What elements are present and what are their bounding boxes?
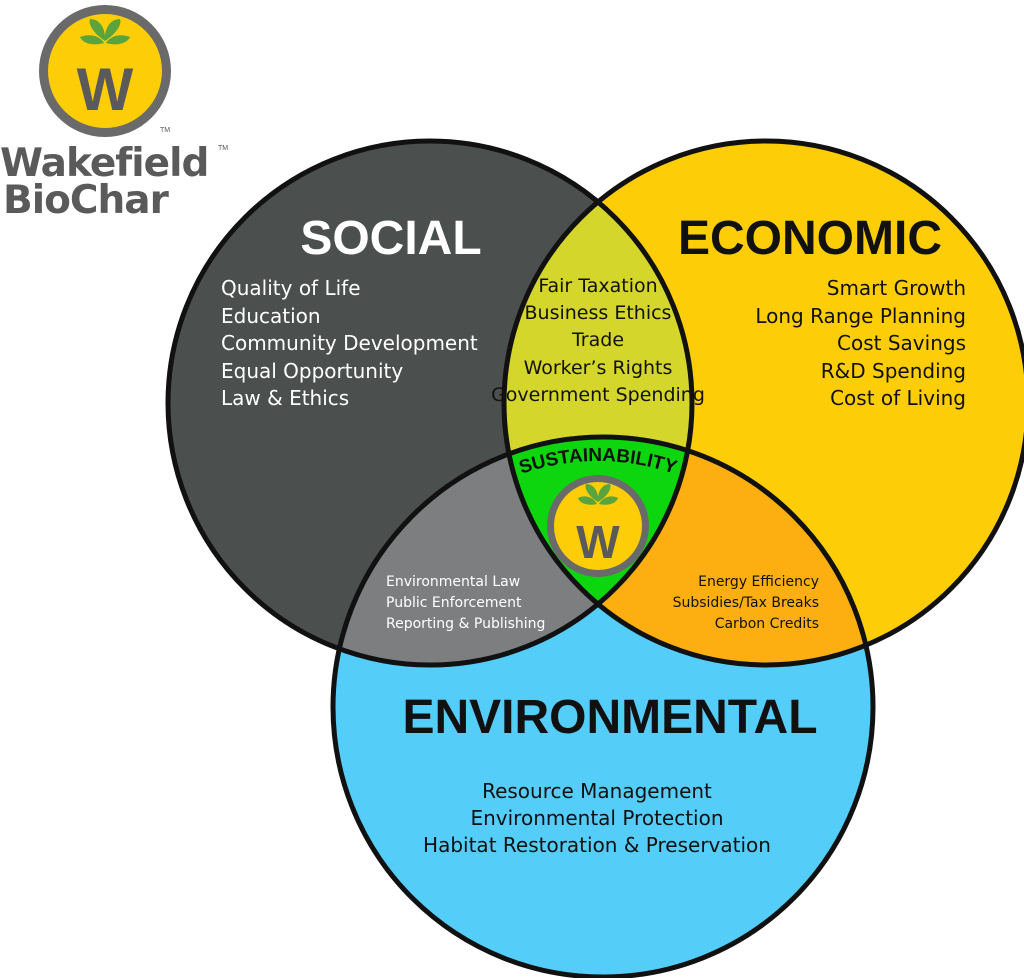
brand-tm-2: TM [218, 145, 228, 152]
environmental-item: Resource Management [482, 779, 712, 803]
social-economic-item: Business Ethics [525, 302, 672, 324]
environmental-item: Environmental Protection [470, 806, 723, 830]
social-title: SOCIAL [300, 212, 481, 265]
social-economic-item: Fair Taxation [538, 275, 657, 297]
economic-environmental-item: Subsidies/Tax Breaks [673, 595, 819, 611]
brand-tm: TM [160, 127, 170, 134]
economic-title: ECONOMIC [678, 212, 942, 265]
brand-logo-letter: W [77, 56, 134, 123]
social-item: Community Development [221, 331, 478, 355]
economic-environmental-item: Carbon Credits [715, 616, 819, 632]
economic-environmental-item: Energy Efficiency [698, 574, 819, 590]
brand-logo: W TM Wakefield BioChar TM [0, 5, 228, 223]
brand-name-line2: BioChar [3, 178, 170, 223]
center-logo-letter: W [576, 516, 620, 568]
social-environmental-item: Environmental Law [386, 574, 520, 590]
brand-name-line1: Wakefield [0, 141, 208, 186]
social-item: Equal Opportunity [221, 359, 403, 383]
economic-item: Cost Savings [837, 331, 966, 355]
social-environmental-item: Reporting & Publishing [386, 616, 545, 632]
social-environmental-item: Public Enforcement [386, 595, 522, 611]
social-economic-item: Trade [571, 329, 624, 351]
economic-item: Smart Growth [827, 276, 966, 300]
social-economic-item: Worker’s Rights [524, 357, 673, 379]
social-environmental-region [333, 437, 692, 665]
economic-item: R&D Spending [821, 359, 966, 383]
center-logo-icon: W [547, 475, 649, 577]
social-economic-item: Government Spending [491, 384, 705, 406]
environmental-item: Habitat Restoration & Preservation [423, 833, 771, 857]
social-item: Education [221, 304, 321, 328]
economic-environmental-region [504, 437, 873, 665]
environmental-title: ENVIRONMENTAL [402, 691, 817, 744]
social-item: Quality of Life [221, 276, 361, 300]
economic-item: Cost of Living [830, 386, 966, 410]
economic-item: Long Range Planning [755, 304, 966, 328]
social-item: Law & Ethics [221, 386, 349, 410]
